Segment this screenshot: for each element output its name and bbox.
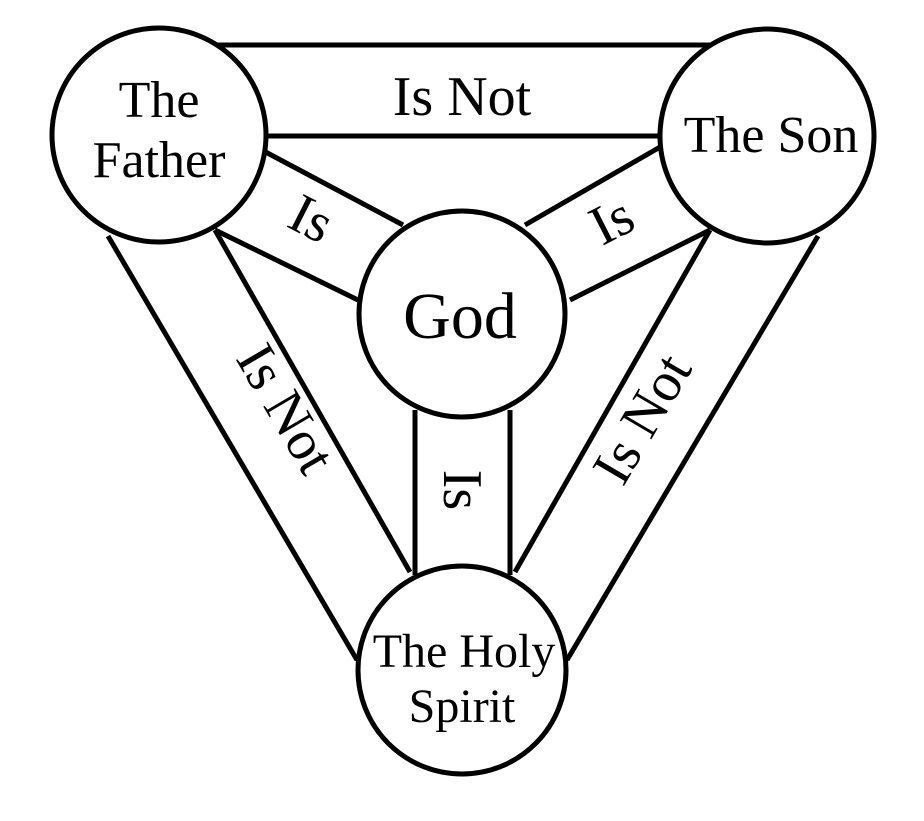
band-father-son	[215, 42, 718, 139]
spoke-father-god	[213, 145, 405, 303]
band-son-spirit	[512, 228, 821, 662]
node-father-line1: The	[119, 72, 200, 129]
node-son-line1: The Son	[684, 107, 859, 164]
band-father-spirit	[105, 228, 413, 662]
node-son: The Son	[657, 26, 877, 246]
node-god-label: God	[403, 280, 517, 353]
link-label-son-spirit: Is Not	[581, 343, 705, 494]
node-spirit: The Holy Spirit	[355, 563, 569, 777]
link-label-father-son: Is Not	[393, 66, 532, 128]
link-label-son-god: Is	[580, 184, 644, 258]
node-spirit-line2: Spirit	[409, 680, 516, 733]
link-label-spirit-god: Is	[431, 470, 493, 510]
node-father: The Father	[49, 25, 269, 245]
node-god: God	[356, 208, 568, 420]
spoke-spirit-god	[412, 410, 513, 575]
node-father-line2: Father	[93, 132, 226, 189]
spoke-son-god	[523, 140, 712, 303]
node-spirit-line1: The Holy	[373, 625, 556, 678]
link-label-father-god: Is	[279, 182, 343, 256]
